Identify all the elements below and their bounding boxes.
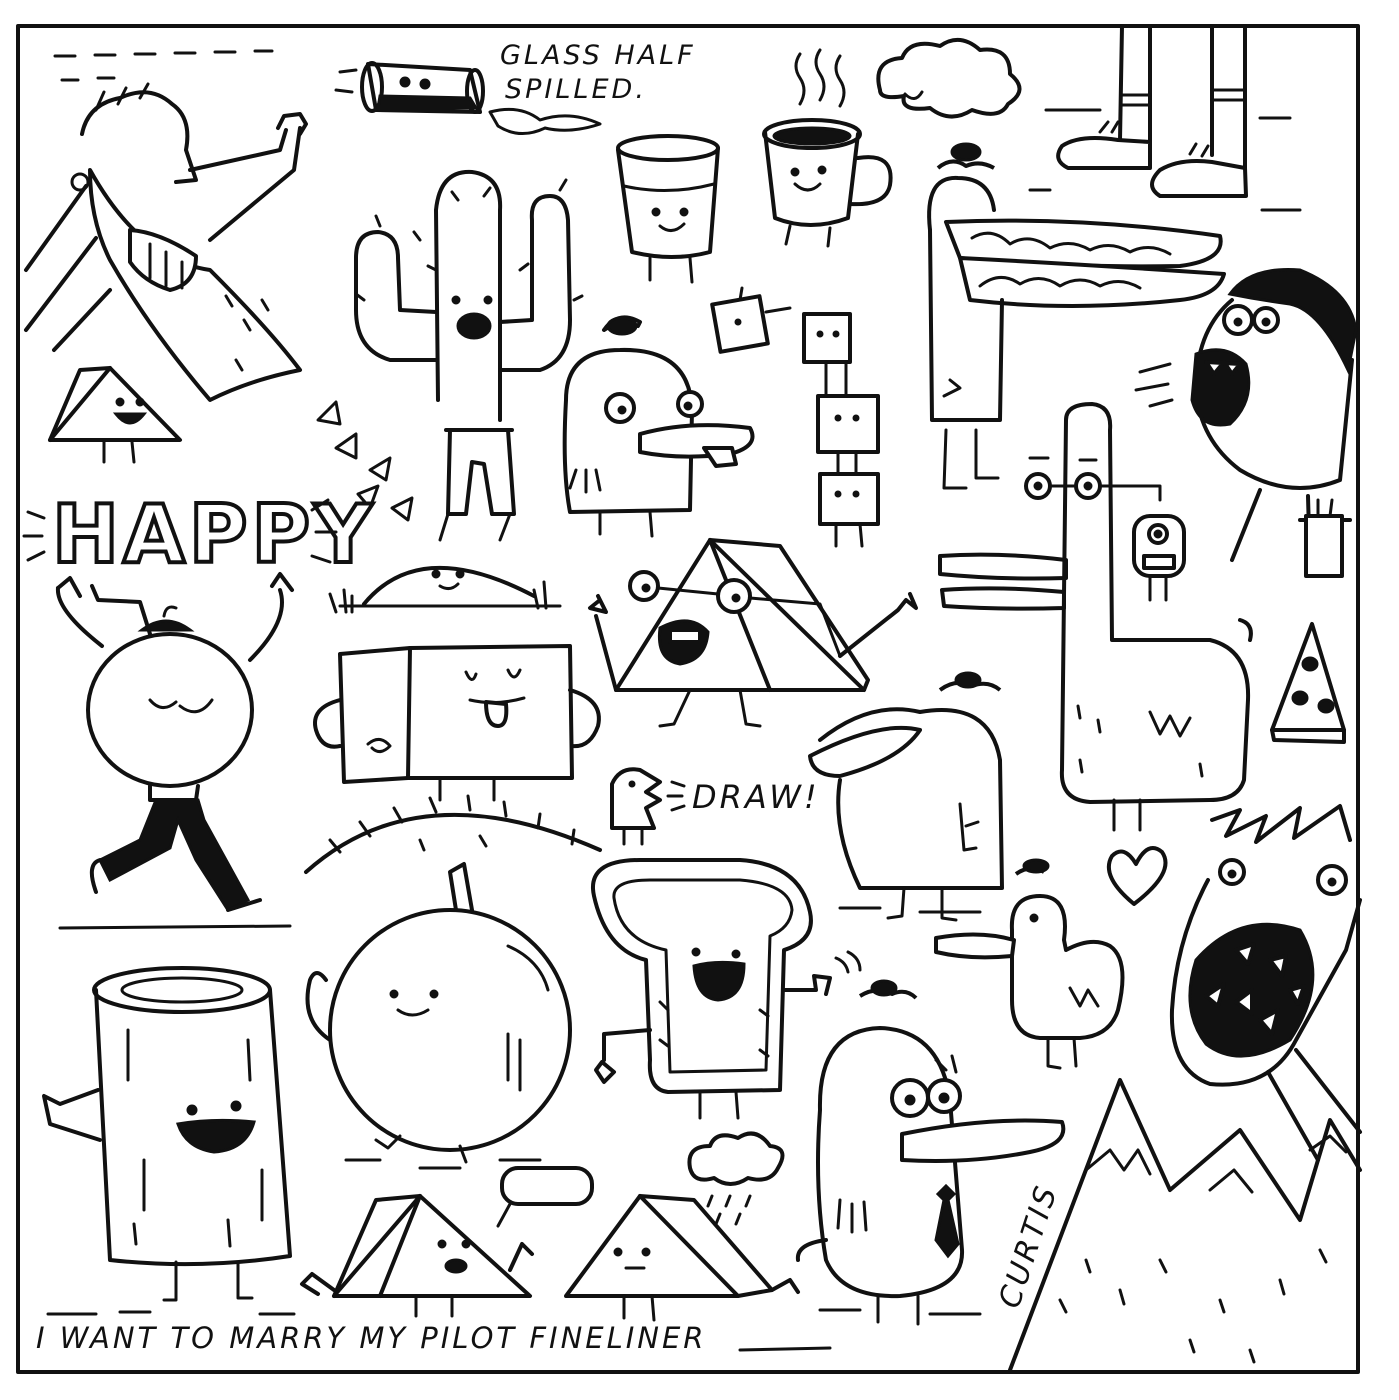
walking-legs-doodle [1028, 24, 1302, 212]
longmouth-creature-doodle [927, 142, 1226, 490]
shouting-man-doodle [1134, 268, 1358, 578]
pizza-slice-doodle [1270, 622, 1346, 744]
dashes-top-left [53, 49, 274, 82]
waving-man-doodle [24, 82, 308, 402]
signature-curtis: CURTIS [992, 1180, 1065, 1313]
glass-caption-line2: SPILLED. [505, 74, 647, 105]
rain-cloud-doodle [687, 1131, 785, 1226]
mountains-doodle [1008, 1078, 1362, 1372]
happy-lettering: HAPPY [22, 486, 376, 583]
duck-small-doodle [934, 858, 1125, 1070]
longbeak-bird-doodle [808, 671, 1004, 922]
duck-hat-doodle [562, 315, 755, 538]
tree-stump-doodle [42, 966, 296, 1316]
block-tongue-doodle [313, 644, 601, 802]
triangle-bottom-doodle [564, 1194, 800, 1322]
happy-word: HAPPY [52, 488, 376, 581]
triangle-guy-small [48, 366, 182, 464]
draw-bird-doodle [610, 767, 686, 846]
cyclops-doodle [1132, 514, 1186, 602]
pyramid-glasses-doodle [588, 538, 918, 728]
tiny-triangles [316, 400, 414, 522]
cactus-doodle [354, 169, 584, 542]
jumping-round-guy [55, 572, 294, 930]
coffee-mug-doodle [762, 48, 893, 248]
bottom-caption-underline [738, 1346, 832, 1352]
bird-tie-doodle [795, 979, 1066, 1326]
mound-face-doodle [328, 565, 562, 614]
hill-doodle [304, 794, 602, 874]
frame-border [16, 24, 1360, 1374]
heart-doodle [1106, 846, 1168, 906]
screaming-head-doodle [1169, 804, 1362, 1162]
triangle-speech-doodle [300, 1166, 594, 1318]
apple-doodle [305, 862, 572, 1170]
block-stack-doodle [710, 286, 880, 548]
bottom-caption: I WANT TO MARRY MY PILOT FINELINER [36, 1321, 706, 1355]
draw-caption: DRAW! [692, 778, 820, 816]
toast-doodle [590, 858, 862, 1120]
spilled-glass-doodle [334, 61, 602, 135]
glass-caption-line1: GLASS HALF [500, 40, 696, 71]
finger-creature-doodle [938, 402, 1253, 832]
glass-water-doodle [616, 134, 720, 284]
cloud-top-doodle [876, 38, 1022, 119]
